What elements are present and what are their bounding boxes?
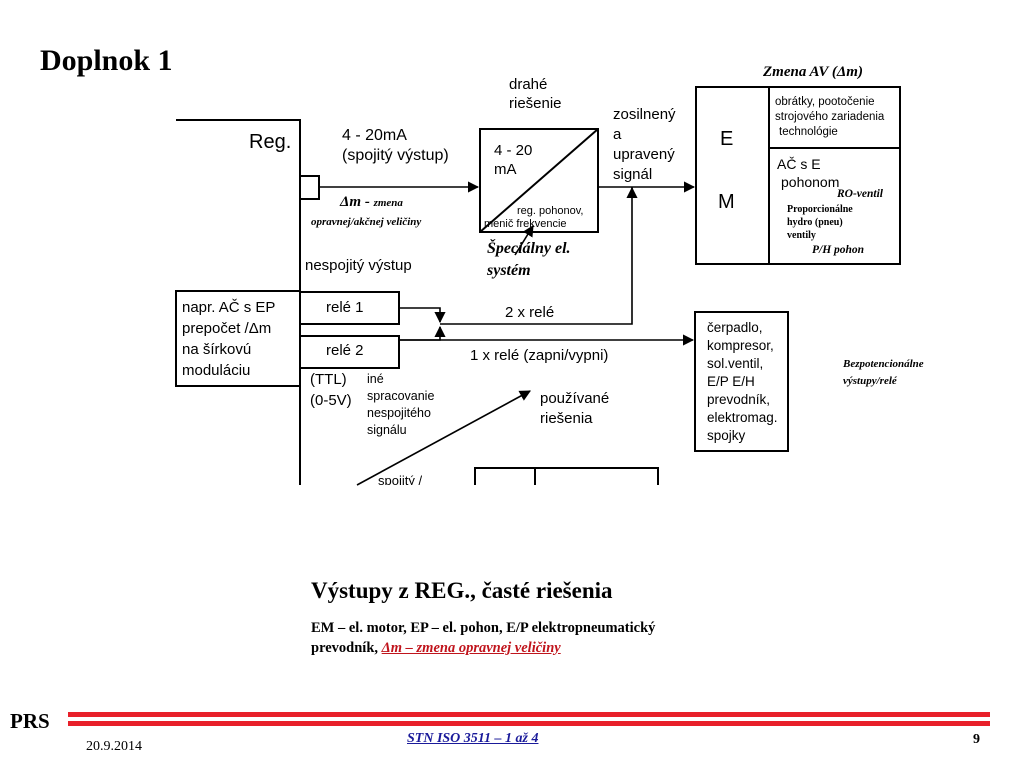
footer-brand: PRS [10, 709, 50, 733]
converter-label: 4 - 20 [494, 142, 533, 159]
amp-signal-4: signál [613, 166, 653, 183]
actuator-7: spojky [707, 428, 746, 443]
em-letter-e: E [720, 128, 734, 150]
special-system-label: Špeciálny el. [487, 240, 571, 257]
actuator-box [694, 311, 789, 452]
page-number: 9 [973, 732, 980, 747]
em-bottom-1: AČ s E [777, 156, 821, 172]
ac-block-1: napr. AČ s EP [182, 299, 276, 316]
analog-output-label: 4 - 20mA [342, 127, 407, 144]
amp-signal-3: upravený [613, 146, 675, 163]
change-av-label: Zmena AV (Δm) [763, 64, 863, 80]
caption-line1: EM – el. motor, EP – el. pohon, E/P elek… [311, 620, 656, 636]
rele1-label: relé 1 [326, 299, 364, 316]
potential-free-2: výstupy/relé [843, 375, 897, 387]
actuator-2: kompresor, [707, 338, 774, 353]
other-processing-4: signálu [367, 423, 407, 437]
continuous-cut-label: spojitý / [378, 474, 423, 485]
converter-diagonal [479, 128, 599, 233]
rele2-label: relé 2 [326, 342, 364, 359]
em-top-2: strojového zariadenia [775, 111, 885, 123]
subtitle: Výstupy z REG., časté riešenia [311, 578, 613, 603]
dm-label: Δm - zmena [340, 194, 403, 210]
converter-unit: mA [494, 161, 517, 178]
prop-valve-3: ventily [787, 230, 816, 241]
rele2-box [299, 335, 400, 369]
em-block [695, 86, 901, 265]
ph-pohon-label: P/H pohon [812, 244, 865, 256]
used-solutions-2: riešenia [540, 410, 593, 427]
footer-date: 20.9.2014 [86, 739, 142, 754]
footer-standard: STN ISO 3511 – 1 až 4 [407, 731, 539, 746]
em-letter-m: M [718, 191, 735, 213]
footer-rule-bottom [68, 721, 990, 726]
alt-solution-label2: riešenie [509, 95, 562, 112]
analog-output-sublabel: (spojitý výstup) [342, 147, 449, 164]
ac-block-4: moduláciu [182, 362, 251, 379]
caption-link[interactable]: Δm – zmena opravnej veličiny [381, 640, 561, 656]
arrow-used-solutions [356, 390, 531, 486]
reg-label: Reg. [249, 131, 292, 153]
two-rele-label: 2 x relé [505, 304, 555, 321]
actuator-6: elektromag. [707, 410, 778, 425]
actuator-5: prevodník, [707, 392, 771, 407]
ac-block-2: prepočet /Δm [182, 320, 272, 337]
other-processing-2: spracovanie [367, 389, 435, 403]
ac-block-3: na šírkovú [182, 341, 252, 358]
alt-solution-label: drahé [509, 76, 548, 93]
converter-note1: reg. pohonov, [517, 205, 584, 217]
em-top-1: obrátky, pootočenie [775, 96, 875, 108]
footer-rule-top [68, 712, 990, 717]
converter-note2: menič frekvencie [484, 218, 567, 230]
actuator-4: E/P E/H [707, 374, 755, 389]
used-solutions-1: používané [540, 390, 610, 407]
caption-line2: prevodník, Δm – zmena opravnej veličiny [311, 640, 561, 656]
ttl-label: (TTL) [310, 371, 347, 388]
ro-ventil-label: RO-ventil [837, 188, 883, 200]
actuator-1: čerpadlo, [707, 320, 763, 335]
dm-label-line2: opravnej/akčnej veličiny [311, 216, 422, 228]
amp-signal-2: a [613, 126, 622, 143]
em-top-3: technológie [779, 126, 838, 138]
other-processing-3: nespojitého [367, 406, 431, 420]
nonlinear-output-label: nespojitý výstup [305, 257, 412, 274]
regulator-output-port [299, 175, 320, 200]
prop-valve-1: Proporcionálne [787, 204, 853, 215]
special-system-label2: systém [487, 262, 531, 279]
converter-box [479, 128, 599, 233]
em-bottom-2: pohonom [781, 174, 840, 190]
amp-signal-1: zosilnený [613, 106, 676, 123]
other-processing-1: iné [367, 372, 384, 386]
slide-title: Doplnok 1 [40, 44, 173, 77]
one-rele-label: 1 x relé (zapni/vypni) [470, 347, 609, 364]
ttl-voltage: (0-5V) [310, 392, 352, 409]
prop-valve-2: hydro (pneu) [787, 217, 843, 228]
actuator-3: sol.ventil, [707, 356, 764, 371]
arrow-two-relay [440, 187, 633, 325]
potential-free-1: Bezpotencionálne [843, 358, 924, 370]
